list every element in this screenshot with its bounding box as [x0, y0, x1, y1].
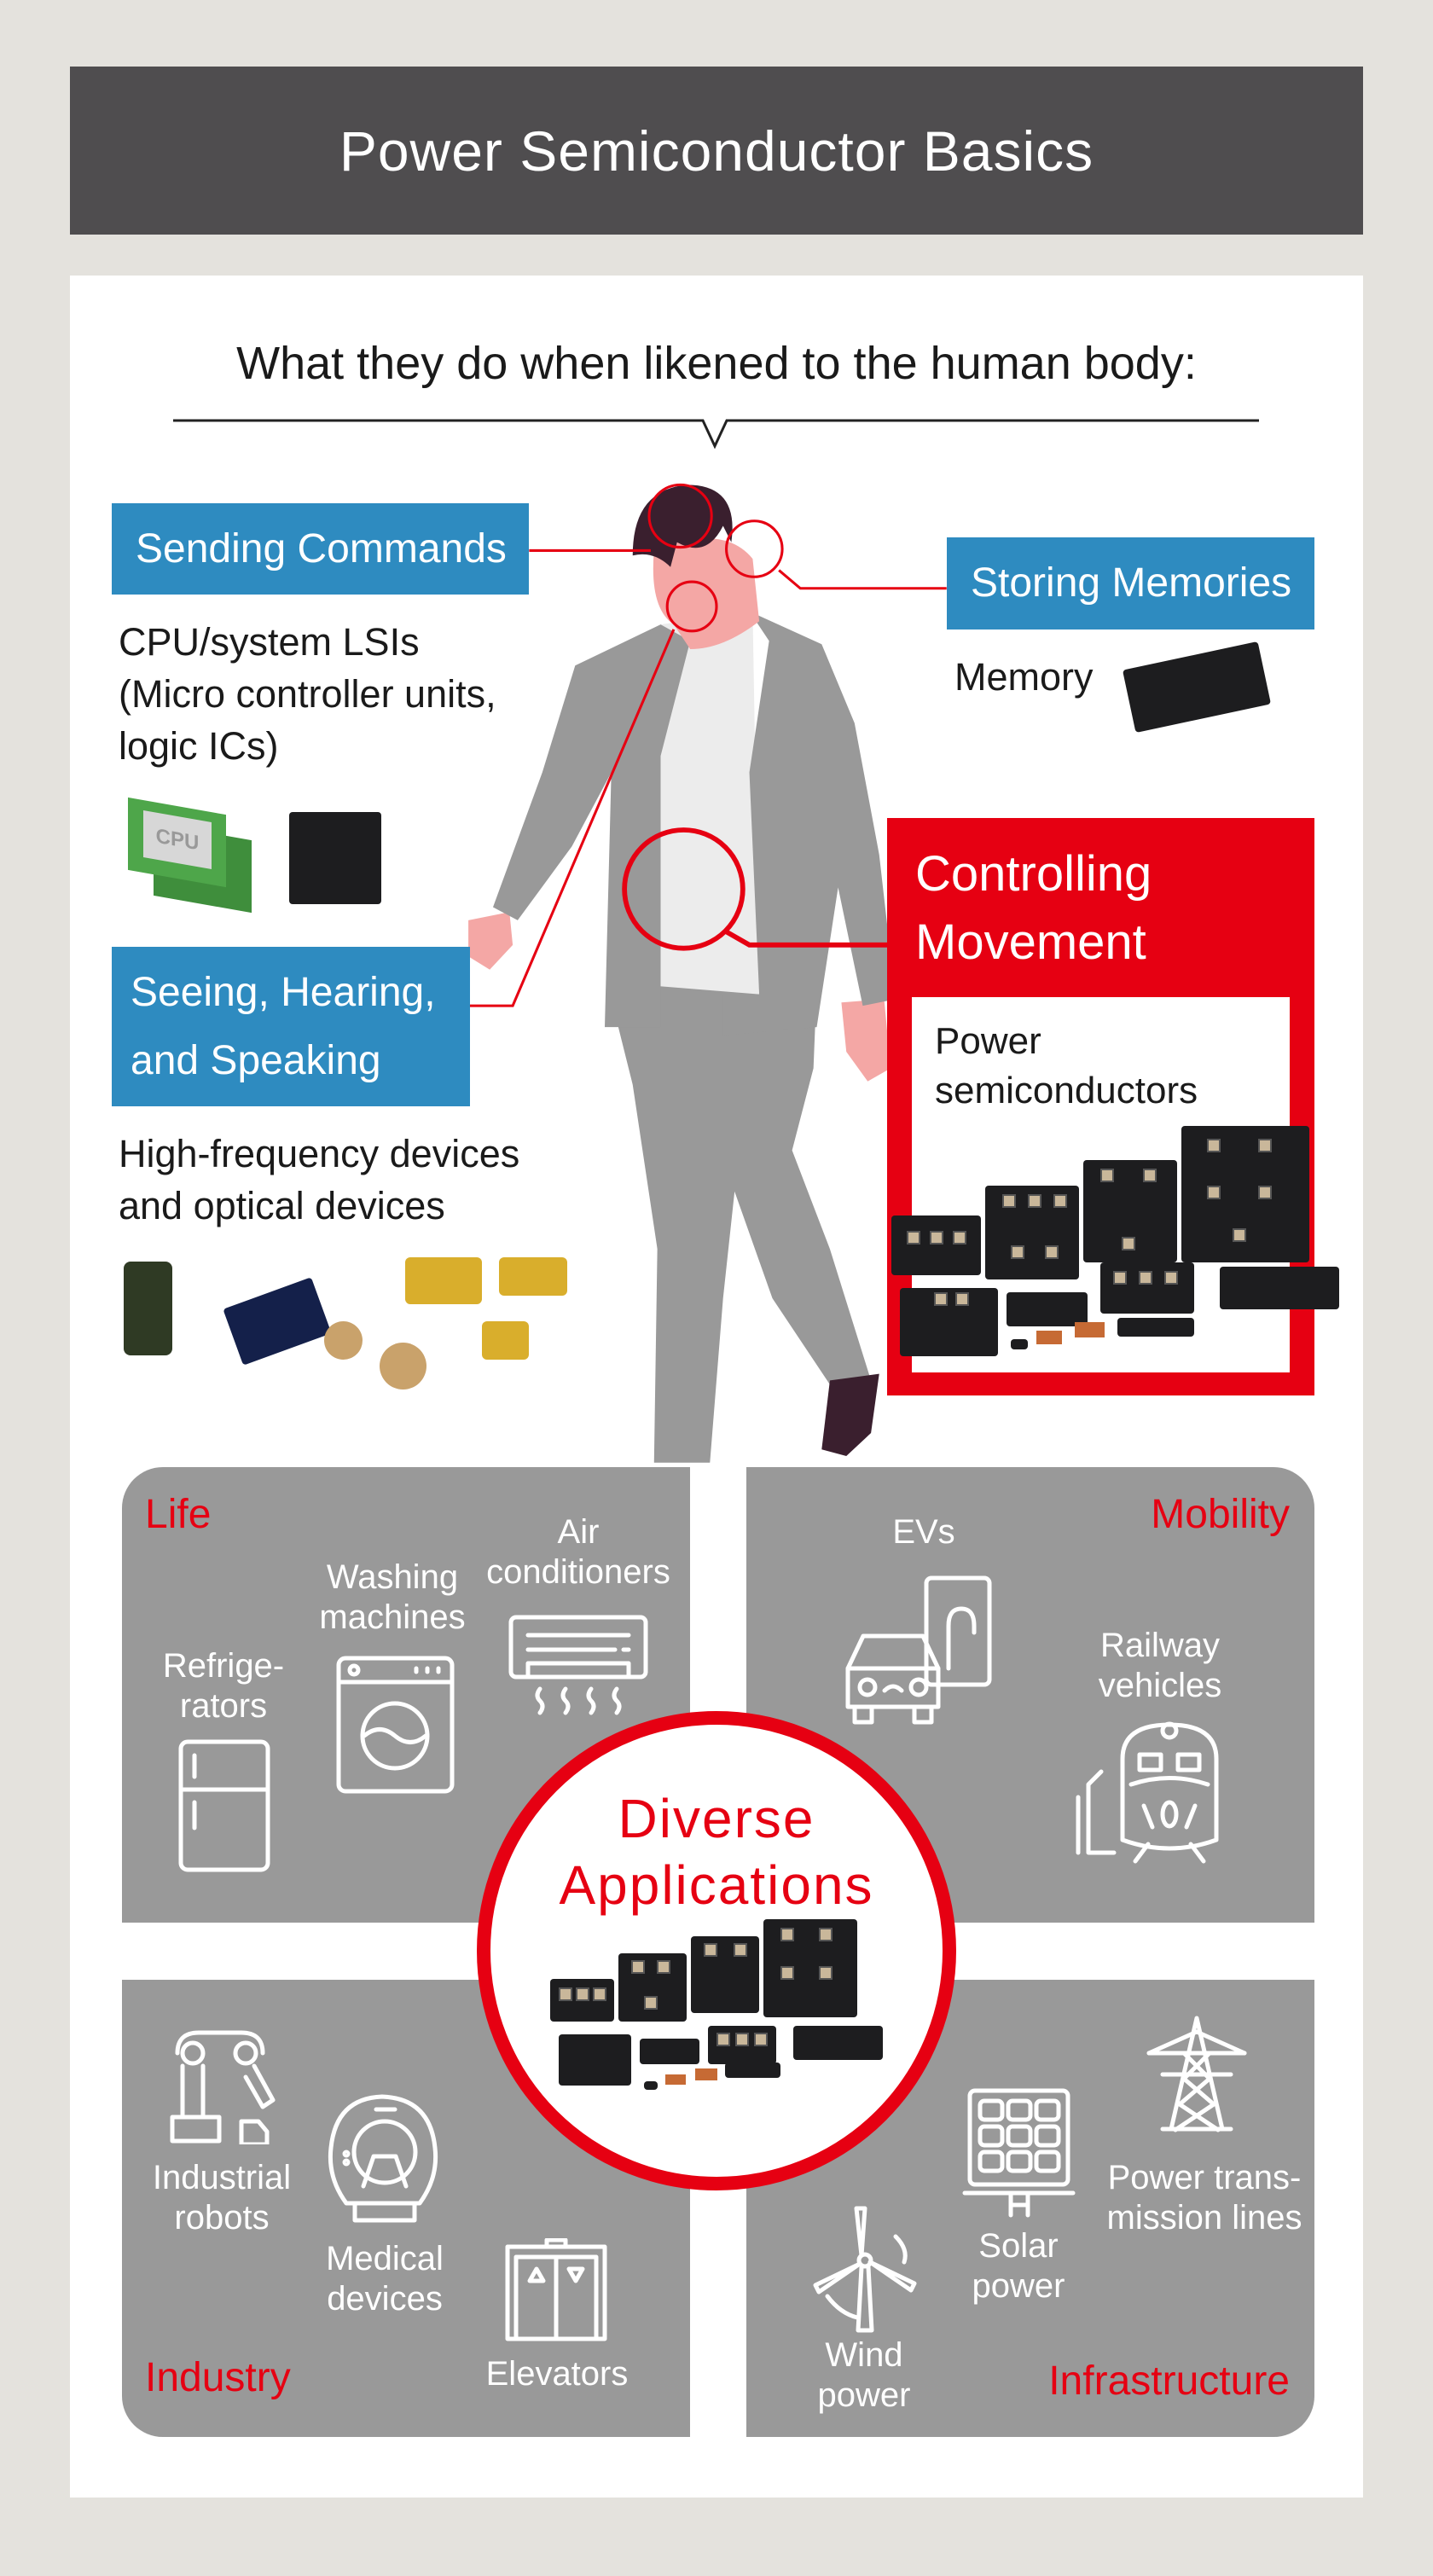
label-line: Medical	[326, 2240, 444, 2277]
subtitle: What they do when likened to the human b…	[236, 338, 1197, 389]
desc-line: (Micro controller units,	[119, 672, 496, 716]
controlling-movement-label: Controlling Movement	[915, 840, 1152, 977]
label-elevators: Elevators	[446, 2354, 668, 2394]
seeing-hearing-label: Seeing, Hearing, and Speaking	[112, 947, 470, 1106]
high-frequency-description: High-frequency devices and optical devic…	[119, 1128, 519, 1232]
industrial-robot-icon	[170, 2030, 276, 2144]
label-power-transmission-lines: Power trans-mission lines	[1094, 2158, 1315, 2238]
category-industry: Industry	[145, 2355, 291, 2400]
category-infrastructure: Infrastructure	[1048, 2358, 1290, 2404]
diverse-applications-title: Diverse Applications	[477, 1785, 956, 1918]
label-line: conditioners	[486, 1553, 670, 1591]
title-line: Applications	[559, 1854, 874, 1916]
medical-device-icon	[328, 2094, 438, 2223]
label-line: Solar	[978, 2227, 1059, 2265]
power-transmission-tower-icon	[1146, 2016, 1247, 2132]
desc-line: CPU/system LSIs	[119, 620, 420, 664]
air-conditioner-icon	[508, 1615, 648, 1715]
storing-memories-label: Storing Memories	[947, 537, 1314, 629]
washing-machine-icon	[336, 1656, 455, 1794]
refrigerator-icon	[178, 1739, 270, 1872]
label-line: Air	[557, 1513, 600, 1551]
label-line: vehicles	[1098, 1667, 1222, 1704]
label-line: Movement	[915, 914, 1146, 970]
label-line: Washing	[326, 1558, 459, 1596]
category-life: Life	[145, 1492, 212, 1537]
wind-turbine-icon	[813, 2206, 917, 2333]
label-line: Wind	[825, 2336, 903, 2374]
title-line: Diverse	[618, 1788, 815, 1849]
sending-commands-text: Sending Commands	[136, 525, 507, 571]
page-title: Power Semiconductor Basics	[339, 119, 1094, 183]
ev-charging-icon	[845, 1575, 992, 1725]
power-modules-image	[891, 1126, 1352, 1365]
logic-ic-image	[289, 812, 381, 904]
label-line: power	[817, 2376, 911, 2414]
cpu-image: CPU	[128, 797, 256, 914]
storing-memories-text: Storing Memories	[971, 560, 1292, 606]
memory-description: Memory	[954, 655, 1094, 699]
cpu-description: CPU/system LSIs (Micro controller units,…	[119, 616, 496, 772]
label-line: power	[972, 2267, 1065, 2305]
solar-panel-icon	[962, 2088, 1076, 2218]
label-line: robots	[174, 2199, 270, 2237]
label-line: Refrige-	[162, 1647, 285, 1685]
label-evs: EVs	[813, 1512, 1035, 1552]
label-line: mission lines	[1106, 2199, 1302, 2237]
rf-optical-devices-image	[124, 1257, 618, 1402]
label-line: EVs	[892, 1513, 955, 1551]
label-line: Industrial	[152, 2159, 292, 2196]
desc-line: Power	[935, 1020, 1041, 1062]
label-line: Elevators	[485, 2355, 629, 2393]
label-line: Controlling	[915, 846, 1152, 902]
desc-line: High-frequency devices	[119, 1132, 520, 1175]
desc-line: logic ICs)	[119, 724, 279, 768]
elevator-icon	[505, 2238, 607, 2341]
label-line: and Speaking	[131, 1037, 381, 1083]
power-modules-image	[550, 1919, 891, 2115]
label-line: devices	[327, 2280, 443, 2318]
sending-commands-label: Sending Commands	[112, 503, 529, 595]
label-line: machines	[319, 1598, 466, 1636]
label-line: Power trans-	[1107, 2159, 1302, 2196]
desc-line: and optical devices	[119, 1184, 445, 1227]
railway-vehicle-icon	[1076, 1721, 1219, 1864]
desc-line: semiconductors	[935, 1070, 1198, 1111]
label-line: Railway	[1099, 1627, 1221, 1664]
header-bar: Power Semiconductor Basics	[70, 67, 1363, 235]
power-semiconductor-description: Power semiconductors	[935, 1017, 1198, 1116]
label-line: Seeing, Hearing,	[131, 969, 436, 1015]
label-refrigerators: Refrige-rators	[113, 1646, 334, 1726]
label-line: rators	[179, 1687, 268, 1725]
category-mobility: Mobility	[1151, 1492, 1290, 1537]
